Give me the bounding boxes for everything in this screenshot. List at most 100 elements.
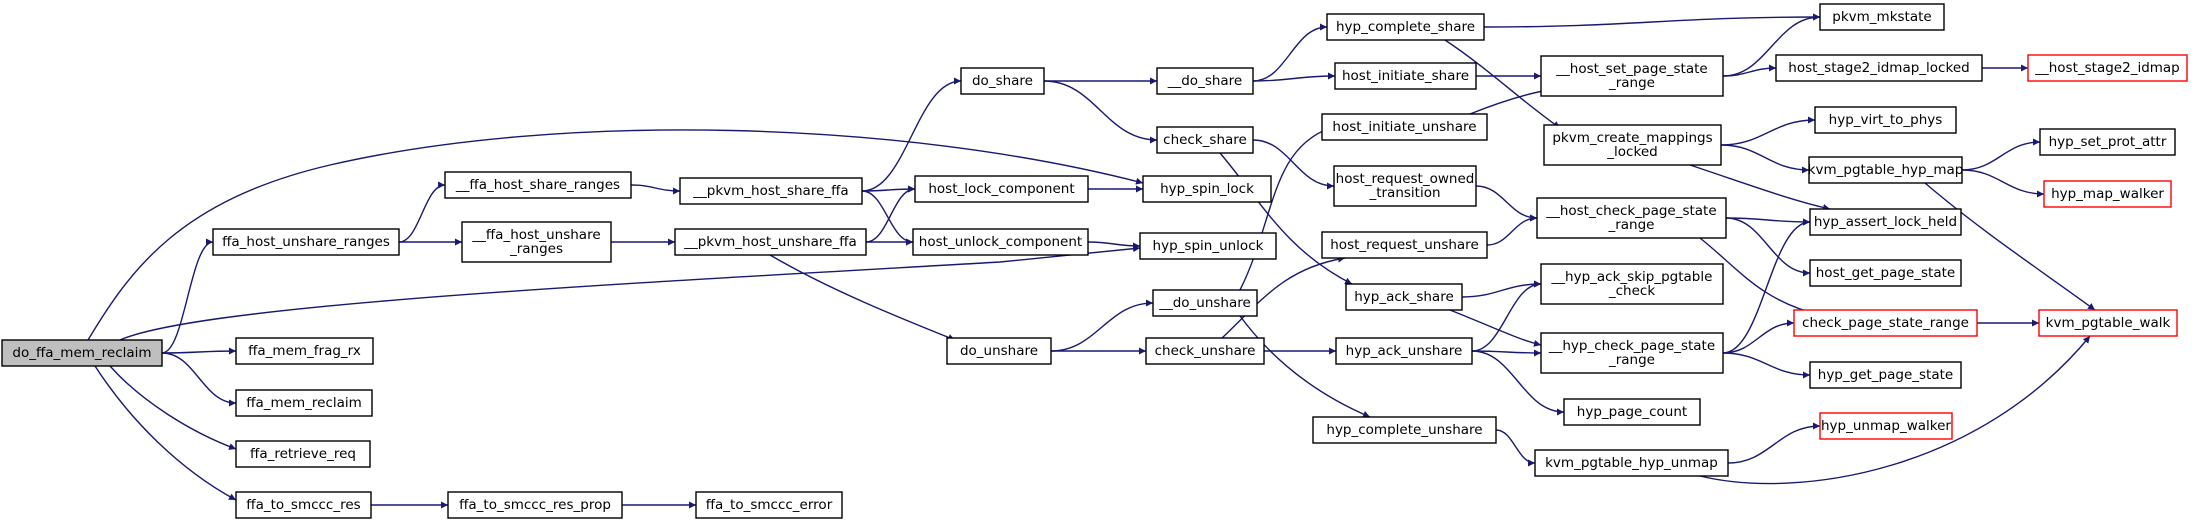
node-box[interactable] [960,67,1045,95]
node-__pkvm_host_share_ffa[interactable]: __pkvm_host_share_ffa [679,177,863,205]
node-box[interactable] [1333,165,1477,207]
node-box[interactable] [1345,283,1463,311]
node-host_request_unshare[interactable]: host_request_unshare [1321,231,1488,259]
node-host_initiate_share[interactable]: host_initiate_share [1334,62,1477,90]
node-box[interactable] [1775,54,1983,82]
node-box[interactable] [1543,124,1722,166]
node-pkvm_mkstate[interactable]: pkvm_mkstate [1819,3,1945,31]
node-kvm_pgtable_walk[interactable]: kvm_pgtable_walk [2038,309,2178,337]
node-__host_check_page_state_range[interactable]: __host_check_page_state_range [1536,197,1727,239]
node-box[interactable] [1326,13,1485,41]
node-__do_share[interactable]: __do_share [1156,67,1254,95]
node-host_request_owned_transition[interactable]: host_request_owned_transition [1333,165,1477,207]
node-box[interactable] [1540,55,1724,97]
node-hyp_complete_unshare[interactable]: hyp_complete_unshare [1312,416,1497,444]
node-host_get_page_state[interactable]: host_get_page_state [1809,259,1962,287]
node-do_share[interactable]: do_share [960,67,1045,95]
node-box[interactable] [1819,3,1945,31]
node-box[interactable] [1312,416,1497,444]
node-box[interactable] [2039,128,2176,156]
node-ffa_to_smccc_res[interactable]: ffa_to_smccc_res [235,491,372,519]
node-box[interactable] [1793,309,1978,337]
node-__ffa_host_share_ranges[interactable]: __ffa_host_share_ranges [444,171,632,199]
node-check_page_state_range[interactable]: check_page_state_range [1793,309,1978,337]
node-box[interactable] [235,337,374,365]
node-box[interactable] [2038,309,2178,337]
node-box[interactable] [1145,337,1265,365]
node-__host_stage2_idmap[interactable]: __host_stage2_idmap [2027,54,2188,82]
node-box[interactable] [1156,126,1254,154]
node-box[interactable] [914,175,1089,203]
node-__pkvm_host_unshare_ffa[interactable]: __pkvm_host_unshare_ffa [674,228,867,256]
node-box[interactable] [1540,263,1724,305]
node-__ffa_host_unshare_ranges[interactable]: __ffa_host_unshare_ranges [461,221,612,263]
node-box[interactable] [1809,259,1962,287]
node-pkvm_create_mappings_locked[interactable]: pkvm_create_mappings_locked [1543,124,1722,166]
node-box[interactable] [444,171,632,199]
node-box[interactable] [1334,62,1477,90]
node-check_unshare[interactable]: check_unshare [1145,337,1265,365]
node-box[interactable] [1534,449,1729,477]
node-box[interactable] [1321,231,1488,259]
node-__hyp_ack_skip_pgtable_check[interactable]: __hyp_ack_skip_pgtable_check [1540,263,1724,305]
node-check_share[interactable]: check_share [1156,126,1254,154]
node-__do_unshare[interactable]: __do_unshare [1152,289,1258,317]
node-host_initiate_unshare[interactable]: host_initiate_unshare [1321,113,1488,141]
node-hyp_assert_lock_held[interactable]: hyp_assert_lock_held [1809,208,1962,236]
node-ffa_mem_reclaim[interactable]: ffa_mem_reclaim [235,389,373,417]
node-hyp_ack_share[interactable]: hyp_ack_share [1345,283,1463,311]
node-ffa_retrieve_req[interactable]: ffa_retrieve_req [235,440,371,468]
node-box[interactable] [212,228,400,256]
node-box[interactable] [1139,232,1277,260]
node-host_unlock_component[interactable]: host_unlock_component [912,228,1089,256]
node-box[interactable] [674,228,867,256]
node-box[interactable] [1819,412,1953,440]
node-box[interactable] [1809,361,1962,389]
node-ffa_host_unshare_ranges[interactable]: ffa_host_unshare_ranges [212,228,400,256]
node-ffa_to_smccc_res_prop[interactable]: ffa_to_smccc_res_prop [447,491,623,519]
node-box[interactable] [679,177,863,205]
node-box[interactable] [1814,106,1957,134]
node-box[interactable] [1,339,163,367]
node-box[interactable] [235,389,373,417]
node-hyp_ack_unshare[interactable]: hyp_ack_unshare [1335,337,1473,365]
node-hyp_complete_share[interactable]: hyp_complete_share [1326,13,1485,41]
node-box[interactable] [1321,113,1488,141]
node-box[interactable] [2043,180,2172,208]
node-box[interactable] [912,228,1089,256]
node-hyp_page_count[interactable]: hyp_page_count [1563,398,1701,426]
node-__hyp_check_page_state_range[interactable]: __hyp_check_page_state_range [1540,332,1724,374]
node-box[interactable] [1563,398,1701,426]
node-kvm_pgtable_hyp_unmap[interactable]: kvm_pgtable_hyp_unmap [1534,449,1729,477]
node-box[interactable] [1156,67,1254,95]
node-box[interactable] [946,337,1052,365]
node-hyp_spin_unlock[interactable]: hyp_spin_unlock [1139,232,1277,260]
node-box[interactable] [1809,208,1962,236]
node-host_stage2_idmap_locked[interactable]: host_stage2_idmap_locked [1775,54,1983,82]
node-kvm_pgtable_hyp_map[interactable]: kvm_pgtable_hyp_map [1808,156,1964,184]
node-box[interactable] [461,221,612,263]
node-box[interactable] [1335,337,1473,365]
node-hyp_spin_lock[interactable]: hyp_spin_lock [1142,175,1272,203]
node-box[interactable] [235,491,372,519]
node-hyp_get_page_state[interactable]: hyp_get_page_state [1809,361,1962,389]
node-__host_set_page_state_range[interactable]: __host_set_page_state_range [1540,55,1724,97]
node-ffa_mem_frag_rx[interactable]: ffa_mem_frag_rx [235,337,374,365]
node-ffa_to_smccc_error[interactable]: ffa_to_smccc_error [695,491,843,519]
node-do_ffa_mem_reclaim[interactable]: do_ffa_mem_reclaim [1,339,163,367]
node-hyp_unmap_walker[interactable]: hyp_unmap_walker [1819,412,1953,440]
node-box[interactable] [1142,175,1272,203]
node-host_lock_component[interactable]: host_lock_component [914,175,1089,203]
node-hyp_map_walker[interactable]: hyp_map_walker [2043,180,2172,208]
node-box[interactable] [2027,54,2188,82]
node-box[interactable] [235,440,371,468]
node-hyp_virt_to_phys[interactable]: hyp_virt_to_phys [1814,106,1957,134]
node-hyp_set_prot_attr[interactable]: hyp_set_prot_attr [2039,128,2176,156]
node-do_unshare[interactable]: do_unshare [946,337,1052,365]
node-box[interactable] [1808,156,1963,184]
node-box[interactable] [1152,289,1258,317]
node-box[interactable] [695,491,843,519]
node-box[interactable] [1540,332,1724,374]
node-box[interactable] [447,491,623,519]
node-box[interactable] [1536,197,1727,239]
